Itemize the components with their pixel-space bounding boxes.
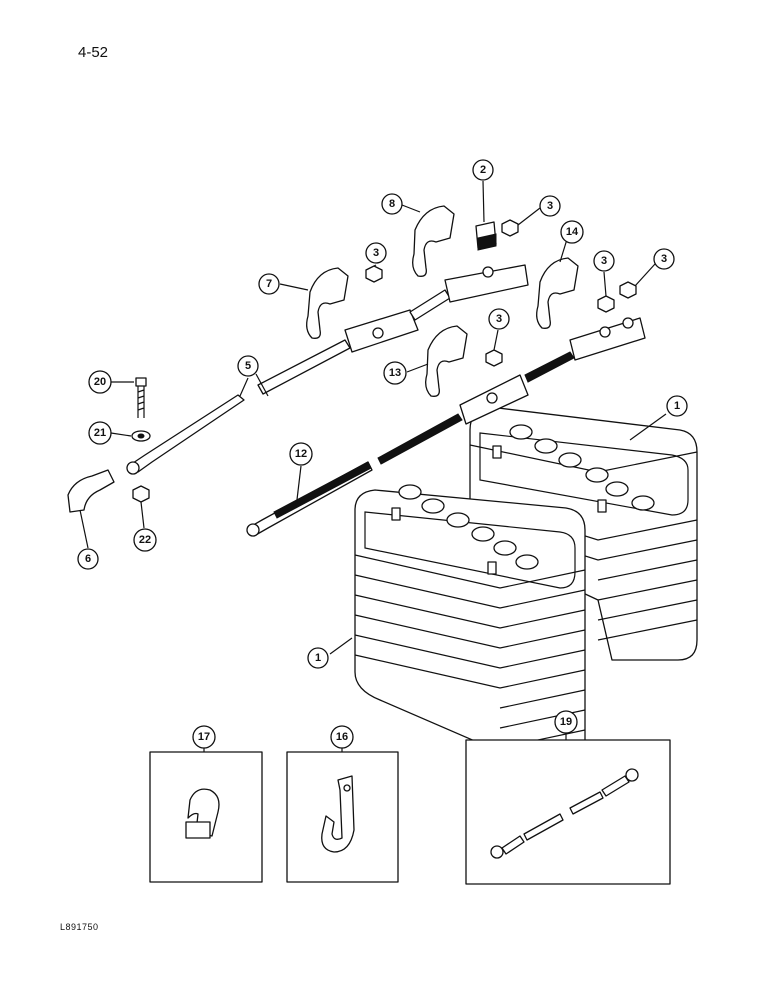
callout-3-top-label: 3	[547, 200, 553, 212]
figure-id: L891750	[60, 922, 99, 932]
page-number: 4-52	[78, 44, 109, 61]
callout-3-mid-label: 3	[496, 313, 502, 325]
callout-6: 6	[77, 548, 99, 570]
callout-7-label: 7	[266, 278, 272, 290]
cable-12	[246, 317, 646, 537]
cable-5	[126, 264, 529, 475]
terminal-boots	[67, 205, 579, 513]
callout-16: 16	[330, 725, 354, 749]
callout-19-label: 19	[560, 716, 572, 728]
callout-2-label: 2	[480, 164, 486, 176]
callout-5: 5	[237, 355, 259, 377]
callout-7: 7	[258, 273, 280, 295]
callout-17: 17	[192, 725, 216, 749]
callout-3-top: 3	[539, 195, 561, 217]
callout-3-mid: 3	[488, 308, 510, 330]
callout-3-right-b-label: 3	[661, 253, 667, 265]
callout-3-right-b: 3	[653, 248, 675, 270]
callout-3-right-a-label: 3	[601, 255, 607, 267]
battery-front	[354, 484, 586, 781]
callout-21-label: 21	[94, 427, 106, 439]
callout-14-label: 14	[566, 226, 579, 238]
callout-20: 20	[88, 370, 112, 394]
callout-13-label: 13	[389, 367, 401, 379]
callout-17-label: 17	[198, 731, 210, 743]
callout-22-label: 22	[139, 534, 151, 546]
callout-13: 13	[383, 361, 407, 385]
callout-3-left-label: 3	[373, 247, 379, 259]
callout-20-label: 20	[94, 376, 106, 388]
callout-1-left: 1	[307, 647, 329, 669]
inset-16-clip	[286, 751, 399, 883]
callout-3-left: 3	[365, 242, 387, 264]
callout-19: 19	[554, 710, 578, 734]
callout-1-right: 1	[666, 395, 688, 417]
callout-12: 12	[289, 442, 313, 466]
callout-2: 2	[472, 159, 494, 181]
callout-1-right-label: 1	[674, 400, 680, 412]
hardware-nuts-bolts	[131, 219, 637, 503]
callout-12-label: 12	[295, 448, 307, 460]
callout-22: 22	[133, 528, 157, 552]
inset-17-clamp	[149, 751, 263, 883]
callout-8-label: 8	[389, 198, 395, 210]
callout-8: 8	[381, 193, 403, 215]
inset-19-cable	[465, 739, 671, 885]
callout-5-label: 5	[245, 360, 251, 372]
callout-3-right-a: 3	[593, 250, 615, 272]
callout-21: 21	[88, 421, 112, 445]
callout-16-label: 16	[336, 731, 348, 743]
callout-6-label: 6	[85, 553, 91, 565]
callout-14: 14	[560, 220, 584, 244]
callout-1-left-label: 1	[315, 652, 321, 664]
